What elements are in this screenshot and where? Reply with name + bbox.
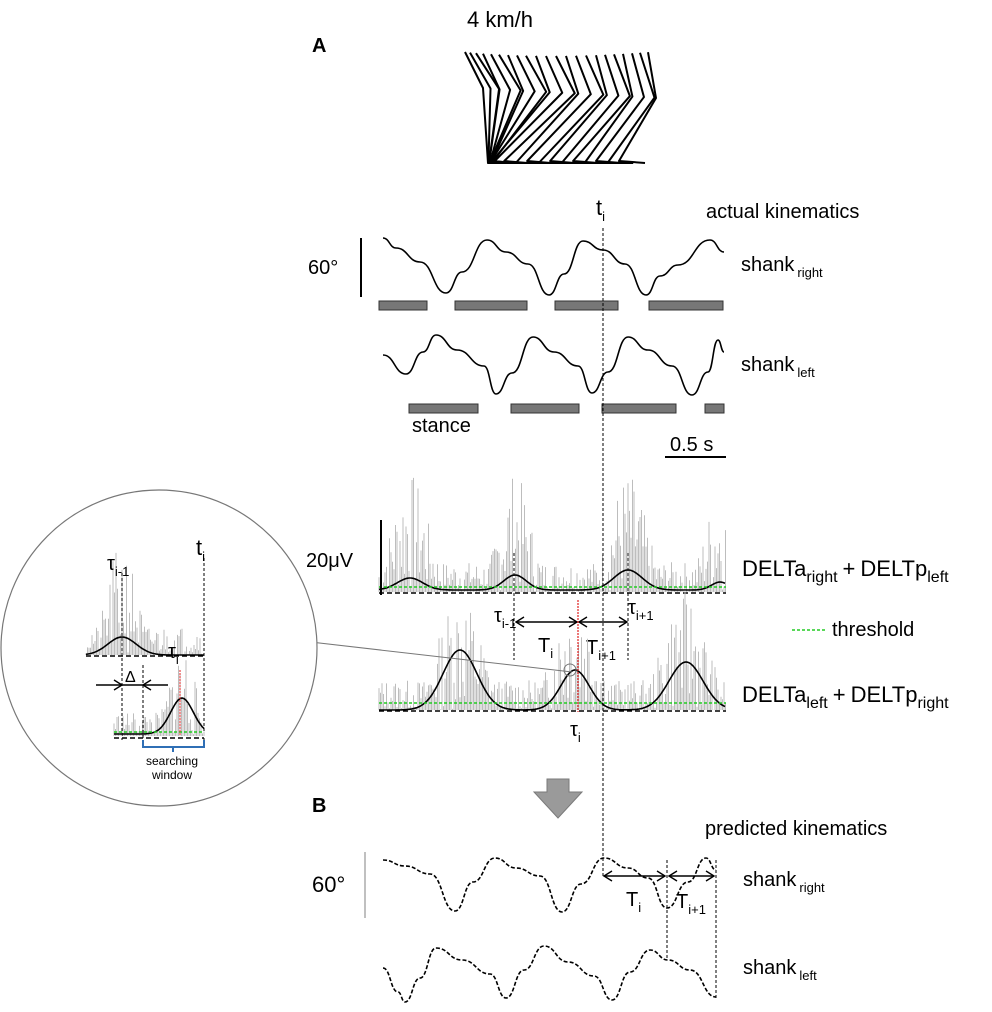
zoom-connector (301, 640, 573, 673)
tau-i-plus-1-label: τi+1 (628, 597, 654, 623)
searching-window-bracket (142, 740, 205, 752)
pred-Ti-arrow (602, 870, 667, 882)
stance-label: stance (412, 415, 471, 437)
stick-segment (583, 53, 634, 164)
stance-bar (408, 403, 479, 414)
emg-trace-right (378, 477, 726, 592)
actual-kinematics-label: actual kinematics (706, 201, 859, 223)
panel-b-label: B (312, 795, 326, 817)
zoom-ti-label: ti (196, 535, 205, 564)
tau-i-label: τi (570, 719, 581, 745)
stick-segment (560, 54, 620, 164)
panel-a-label: A (312, 35, 326, 57)
zoom-circle (0, 489, 318, 807)
stance-bar (510, 403, 580, 414)
delta-arrow (96, 679, 168, 691)
speed-label: 4 km/h (467, 7, 533, 32)
angle-scale-label: 60° (308, 257, 338, 279)
stance-bar (601, 403, 677, 414)
envelope-right (378, 569, 726, 591)
Ti-plus-1-arrow (577, 616, 629, 628)
stick-segment (537, 55, 605, 164)
stance-bar (704, 403, 725, 414)
angle-scale-label-b: 60° (312, 872, 345, 897)
threshold-legend-label: threshold (832, 619, 914, 641)
shank-right-curve (382, 237, 725, 296)
zoom-envelope-bottom (114, 697, 205, 735)
emg-trace-left (378, 590, 726, 710)
predicted-kinematics-label: predicted kinematics (705, 818, 887, 840)
zoom-envelope-top (85, 636, 204, 656)
zoom-tau-i-label: τi (168, 641, 179, 667)
stance-bars-left (408, 403, 725, 414)
predicted-shank-right-curve (382, 857, 717, 913)
stance-bar (554, 300, 619, 311)
stick-segment (514, 55, 580, 164)
predicted-shank-left-curve (382, 945, 717, 1003)
time-scale-label: 0.5 s (670, 434, 713, 456)
zoom-target (563, 663, 577, 677)
delta-label: Δ (125, 669, 136, 686)
Ti-arrow (514, 616, 579, 628)
pred-Ti-label: Ti (626, 889, 641, 915)
delt-left-label: DELTaleft+DELTpright (742, 682, 949, 712)
envelope-left (379, 649, 726, 711)
delt-right-label: DELTaright+DELTpleft (742, 556, 949, 586)
pred-Ti-plus-1-arrow (667, 870, 716, 882)
pred-Ti-plus-1-label: Ti+1 (676, 891, 706, 917)
down-arrow (532, 778, 584, 819)
tau-i-minus-1-label: τi-1 (494, 605, 516, 631)
Ti-plus-1-label: Ti+1 (586, 637, 616, 663)
ti-label: ti (596, 195, 605, 224)
stick-figure (464, 51, 657, 164)
stick-segment (491, 55, 564, 164)
shank-left-curve (382, 334, 725, 396)
Ti-label: Ti (538, 635, 553, 661)
stance-bar (378, 300, 428, 311)
zoom-tau-i-1-label: τi-1 (107, 553, 129, 579)
stance-bars-right (378, 300, 724, 311)
stance-bar (648, 300, 724, 311)
stick-segment (606, 52, 656, 164)
stance-bar (454, 300, 528, 311)
stick-segment (618, 51, 657, 164)
emg-scale-label: 20μV (306, 550, 354, 572)
